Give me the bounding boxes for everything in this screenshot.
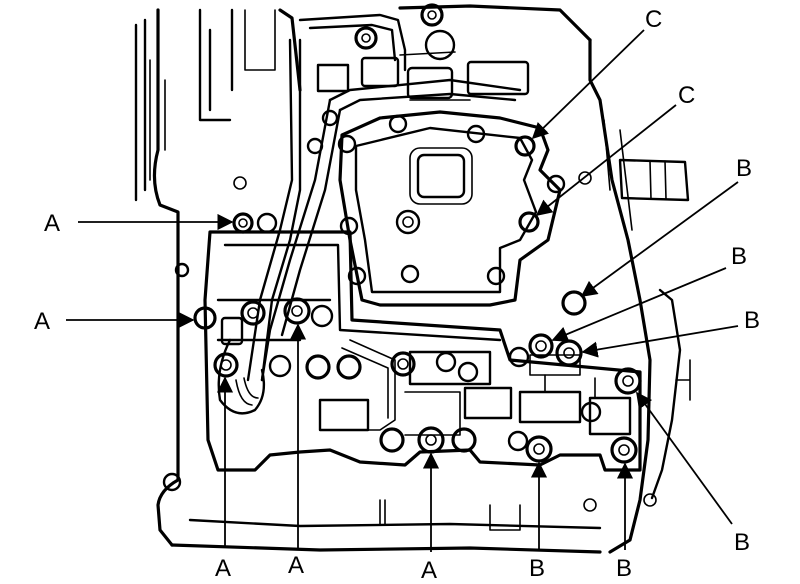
hex-bolt-icon [546,174,566,194]
callout-c-upper: C [645,6,662,33]
hex-bolt-icon [610,436,638,464]
callout-b-right-1: B [736,155,752,182]
hex-bolt-icon [347,266,367,286]
hex-bolt-icon [400,264,420,284]
hex-bolt-icon [614,367,642,395]
oil-strainer-cover [338,110,562,307]
leader-lines [66,29,739,552]
callout-a-bottom-3: A [421,557,437,584]
hex-bolt-icon [508,346,530,368]
hex-bolt-icon [466,124,486,144]
hex-bolt-icon [193,306,217,330]
hex-bolt-icon [310,304,334,328]
callout-a-bottom-1: A [215,555,231,582]
hex-bolt-icon [240,300,266,326]
hex-bolt-icon [528,333,554,359]
arrowhead-icon [580,181,739,297]
hex-bolt-icon [305,354,331,380]
callout-b-right-4: B [734,529,750,556]
hex-bolt-icon [268,354,292,378]
hex-bolt-icon [337,134,357,154]
hex-bolt-icon [507,430,529,452]
hex-bolt-icon [379,427,405,453]
hex-bolt-icon [525,435,553,463]
solenoid-connectors [316,29,530,101]
hex-bolt-icon [390,351,416,377]
hex-bolt-icon [561,290,587,316]
hex-bolt-icon [213,352,239,378]
callout-a-left-lower: A [34,308,50,335]
callout-a-bottom-2: A [288,552,304,579]
hex-bolt-icon [486,266,506,286]
hex-bolt-icon [435,351,457,373]
hex-bolt-icon [555,339,583,367]
hex-bolt-icon [514,135,536,157]
hex-bolt-icon [354,26,378,50]
arrowhead-icon [531,29,645,140]
arrowhead-icon [636,391,733,525]
callout-a-left-upper: A [44,210,60,237]
arrowhead-icon [581,325,739,358]
arrowhead-icon [551,267,727,342]
arrowhead-icon [535,104,677,217]
callout-c-lower: C [678,82,695,109]
callout-labels: A A A A A B B B B B B C C [34,6,760,584]
hex-bolt-icon [417,426,445,454]
hex-bolt-icon [232,212,254,234]
hex-bolt-icon [306,137,324,155]
hex-bolt-icon [388,114,408,134]
callout-b-right-2: B [731,243,747,270]
hex-bolt-icon [451,427,477,453]
hex-bolt-icon [580,401,602,423]
hex-bolt-icon [321,109,339,127]
valve-body [203,230,642,472]
callout-b-bottom-1: B [529,555,545,582]
hex-bolt-icon [283,297,311,325]
callout-b-right-3: B [744,307,760,334]
hex-bolt-icon [395,209,421,235]
hex-bolt-icon [518,211,540,233]
hex-bolt-icon [256,212,278,234]
hydraulic-lines [246,13,522,431]
hex-bolt-icon [457,361,479,383]
hex-bolt-icon [339,216,359,236]
bolts [193,3,642,464]
callout-b-bottom-2: B [616,555,632,582]
hex-bolt-icon [420,3,444,27]
hex-bolt-icon [336,354,362,380]
